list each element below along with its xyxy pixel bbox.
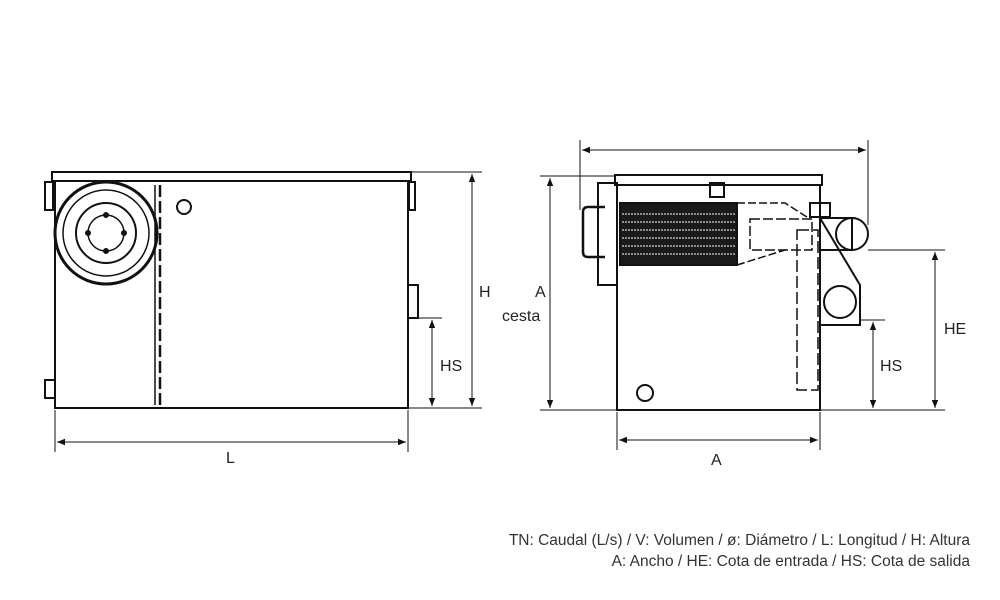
bolt-hole [121, 230, 127, 236]
filter-basket-mesh [622, 213, 735, 255]
legend-line-2: A: Ancho / HE: Cota de entrada / HS: Cot… [611, 553, 970, 570]
label-H: H [479, 284, 491, 301]
outlet-bracket [819, 217, 861, 326]
inlet-pipe-bore [87, 214, 125, 252]
label-L: L [226, 450, 235, 467]
bolt-hole [103, 248, 109, 254]
side-foot [44, 379, 56, 399]
side-dimensions [54, 171, 482, 452]
filter-basket [619, 202, 738, 266]
front-tank-body [616, 184, 821, 411]
lid-clamp-left [44, 181, 54, 211]
legend-line-1: TN: Caudal (L/s) / V: Volumen / ø: Diáme… [508, 532, 970, 549]
bolt-hole [103, 212, 109, 218]
inlet-flange [53, 180, 159, 286]
drain-port [636, 384, 654, 402]
inlet-pipe-end [835, 217, 869, 251]
basket-cone [736, 202, 811, 266]
basket-flange [597, 182, 618, 286]
side-view [44, 171, 482, 452]
label-A-cesta-2: cesta [502, 308, 541, 325]
label-HS-front: HS [880, 358, 903, 375]
outlet-pipe-end [823, 285, 857, 319]
label-HE: HE [944, 321, 967, 338]
top-fitting [709, 182, 725, 198]
basket-inlet-hidden [749, 218, 813, 251]
label-A: A [711, 452, 722, 469]
vent-port [176, 199, 192, 215]
front-dimensions [540, 140, 945, 450]
lid-clamp-right [408, 181, 416, 211]
label-A-cesta-1: A [535, 284, 546, 301]
outlet-pipe-hidden [796, 229, 819, 391]
legend: TN: Caudal (L/s) / V: Volumen / ø: Diáme… [509, 530, 970, 572]
basket-handle [581, 205, 605, 259]
inlet-flange-inner-ring [62, 189, 150, 277]
label-HS-side: HS [440, 358, 463, 375]
side-lid [51, 171, 412, 182]
inlet-pipe [75, 202, 137, 264]
bolt-hole [85, 230, 91, 236]
side-outlet [407, 284, 419, 319]
front-view [540, 140, 945, 450]
inlet-collar [819, 217, 853, 251]
